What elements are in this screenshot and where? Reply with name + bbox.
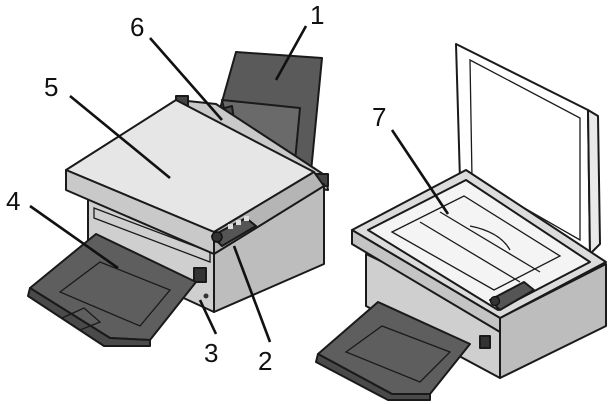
- leader-line-7: [390, 129, 450, 215]
- leader-line-6: [149, 37, 223, 121]
- printer-open: [315, 43, 607, 401]
- callout-4: 4: [6, 186, 20, 216]
- leader-line-2: [232, 245, 272, 343]
- control-panel: [211, 216, 257, 247]
- paper-exit-tray: [27, 233, 197, 347]
- leader-lines: [29, 25, 450, 343]
- callout-6: 6: [130, 12, 144, 42]
- callout-5: 5: [44, 72, 58, 102]
- callout-3: 3: [204, 338, 218, 368]
- leader-line-4: [29, 204, 119, 270]
- scanner-glass: [367, 179, 591, 311]
- callout-1: 1: [310, 0, 324, 30]
- leader-line-3: [198, 299, 218, 335]
- right-printer-side: [499, 263, 607, 379]
- printer-closed: [27, 51, 329, 347]
- callout-7: 7: [372, 102, 386, 132]
- leader-line-5: [69, 94, 171, 180]
- callout-2: 2: [258, 346, 272, 376]
- memory-card-slots: [193, 267, 209, 299]
- leader-line-1: [274, 25, 308, 81]
- callout-numbers: 1 2 3 4 5 6 7: [6, 0, 386, 376]
